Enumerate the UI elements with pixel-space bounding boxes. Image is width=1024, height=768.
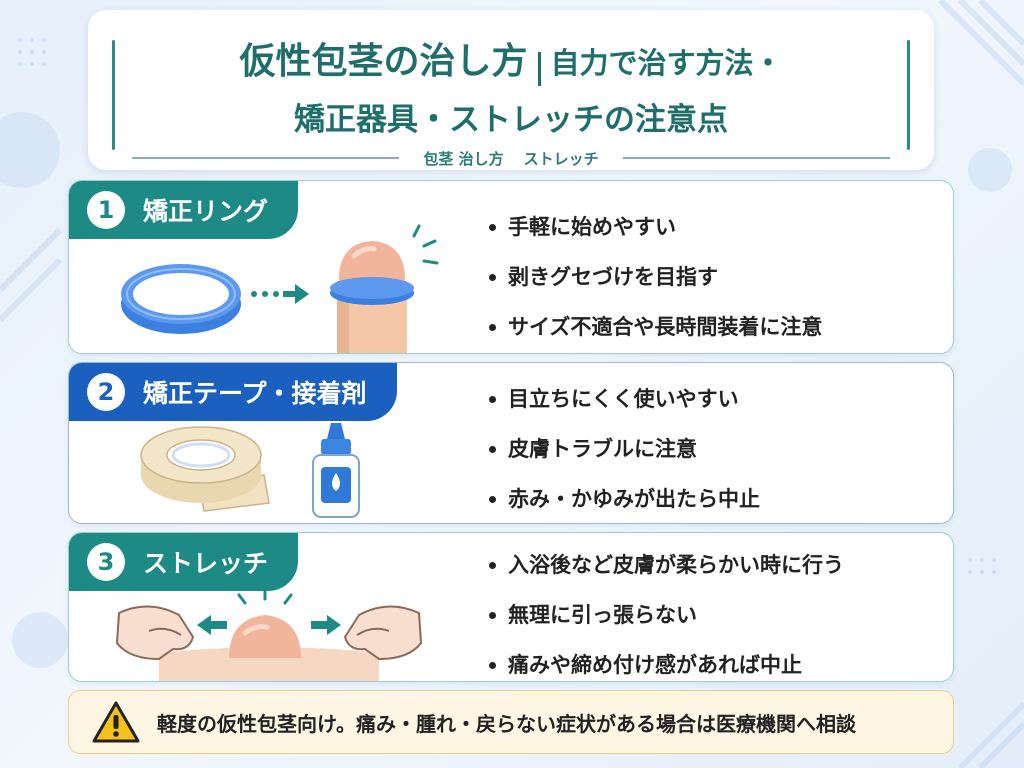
warning-notice: 軽度の仮性包茎向け。痛み・腫れ・戻らない症状がある場合は医療機関へ相談 (68, 690, 954, 754)
section-card-2: 2 矯正テープ・接着剤 目立ちにくく使いやすい 皮膚トラブルに注意 赤み・かゆみ… (68, 362, 954, 524)
list-item: 無理に引っ張らない (489, 603, 844, 627)
title-separator (537, 51, 541, 86)
bullet-text: 剥きグセづけを目指す (508, 265, 718, 289)
page-title: 仮性包茎の治し方自力で治す方法・ 矯正器具・ストレッチの注意点 (134, 36, 888, 146)
title-sub2: 矯正器具・ストレッチの注意点 (294, 102, 728, 138)
title-sub1: 自力で治す方法・ (550, 46, 783, 80)
header-card: 仮性包茎の治し方自力で治す方法・ 矯正器具・ストレッチの注意点 包茎 治し方スト… (88, 10, 934, 170)
section-tag-3: 3 ストレッチ (69, 533, 299, 591)
section-label: 矯正テープ・接着剤 (143, 379, 367, 408)
stretch-hands-icon (115, 587, 423, 681)
title-main: 仮性包茎の治し方 (239, 41, 528, 82)
list-item: 痛みや締め付け感があれば中止 (489, 653, 844, 677)
header-accent-right (907, 40, 910, 150)
section-label: ストレッチ (143, 549, 269, 578)
section-number: 1 (87, 191, 125, 229)
bullet-list: 手軽に始めやすい 剥きグセづけを目指す サイズ不適合や長時間装着に注意 (489, 215, 822, 353)
keyword: 包茎 治し方 (423, 149, 504, 168)
divider (132, 157, 400, 159)
list-item: 目立ちにくく使いやすい (489, 387, 760, 411)
bullet-text: 目立ちにくく使いやすい (508, 387, 739, 411)
section-label: 矯正リング (143, 197, 269, 226)
list-item: 入浴後など皮膚が柔らかい時に行う (489, 553, 844, 577)
ring-icon (121, 224, 439, 353)
divider (622, 157, 890, 159)
keywords: 包茎 治し方ストレッチ (399, 148, 622, 169)
bullet-list: 入浴後など皮膚が柔らかい時に行う 無理に引っ張らない 痛みや締め付け感があれば中… (489, 553, 844, 681)
bullet-text: 無理に引っ張らない (508, 603, 697, 627)
section-number: 2 (87, 373, 125, 411)
bullet-text: サイズ不適合や長時間装着に注意 (508, 315, 823, 339)
section-number: 3 (87, 543, 125, 581)
warning-icon (92, 701, 140, 743)
bullet-text: 手軽に始めやすい (508, 215, 676, 239)
section-card-3: 3 ストレッチ 入浴後など皮膚が柔らかい時に行う 無理に引っ張らない 痛みや締め… (68, 532, 954, 682)
header-accent-left (112, 40, 115, 150)
section-card-1: 1 矯正リング 手軽に始めやすい 剥きグセづけを目指す サイズ不適合や長時間装着 (68, 180, 954, 354)
list-item: 皮膚トラブルに注意 (489, 437, 760, 461)
list-item: 剥きグセづけを目指す (489, 265, 822, 289)
list-item: 赤み・かゆみが出たら中止 (489, 487, 760, 511)
section-tag-1: 1 矯正リング (69, 181, 299, 239)
list-item: サイズ不適合や長時間装着に注意 (489, 315, 822, 339)
bullet-list: 目立ちにくく使いやすい 皮膚トラブルに注意 赤み・かゆみが出たら中止 (489, 387, 760, 523)
bullet-text: 赤み・かゆみが出たら中止 (508, 487, 760, 511)
bullet-text: 痛みや締め付け感があれば中止 (508, 653, 802, 677)
section-tag-2: 2 矯正テープ・接着剤 (69, 363, 397, 421)
list-item: 手軽に始めやすい (489, 215, 822, 239)
bullet-text: 皮膚トラブルに注意 (508, 437, 697, 461)
tape-icon (140, 423, 360, 518)
keyword: ストレッチ (523, 149, 599, 168)
notice-text: 軽度の仮性包茎向け。痛み・腫れ・戻らない症状がある場合は医療機関へ相談 (157, 711, 856, 736)
bullet-text: 入浴後など皮膚が柔らかい時に行う (508, 553, 844, 577)
keyword-row: 包茎 治し方ストレッチ (132, 148, 890, 168)
